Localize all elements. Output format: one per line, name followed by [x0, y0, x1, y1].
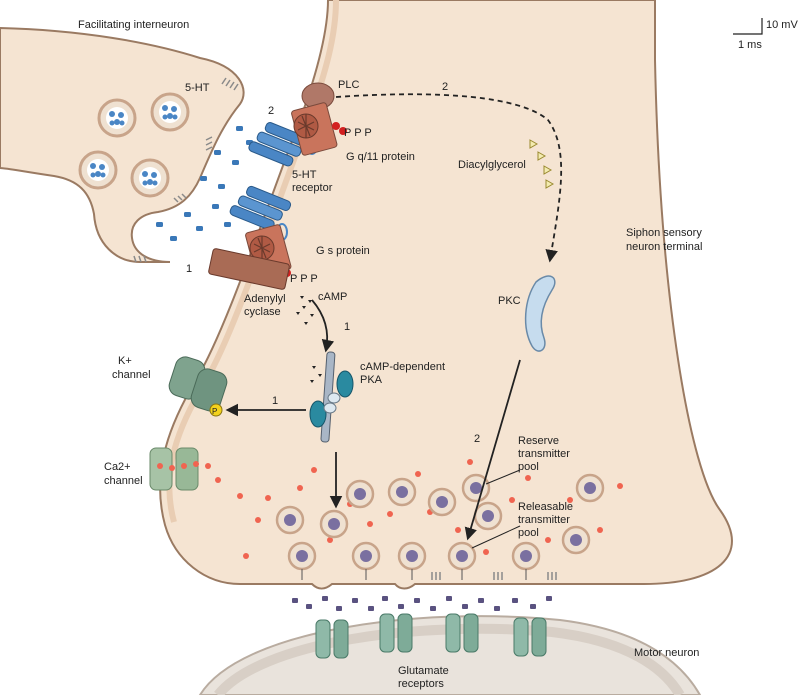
transmitter-vesicle [275, 505, 305, 535]
transmitter-vesicle [345, 479, 375, 509]
label-ht-receptor-2: receptor [292, 182, 333, 194]
label-step1-left: 1 [186, 263, 192, 275]
label-glutamate-1: Glutamate [398, 665, 449, 677]
label-step1-camp: 1 [344, 321, 350, 333]
docked-vesicle [351, 541, 381, 580]
pkc-enzyme [524, 275, 556, 352]
interneuron-body [0, 26, 245, 263]
pka-enzyme [309, 351, 354, 443]
transmitter-vesicle [387, 477, 417, 507]
label-diacylglycerol: Diacylglycerol [458, 159, 526, 171]
label-scale-ms: 1 ms [738, 39, 762, 51]
label-adenylyl-1: Adenylyl [244, 293, 286, 305]
reserve-pool-leader [485, 469, 521, 485]
label-scale-mv: 10 mV [766, 19, 798, 31]
transmitter-vesicle [461, 473, 491, 503]
label-serotonin: 5-HT [185, 82, 210, 94]
docked-vesicle [287, 541, 317, 580]
label-k-channel-2: channel [112, 369, 151, 381]
transmitter-vesicles [275, 473, 605, 580]
released-serotonin [156, 126, 253, 241]
k-channel-phosphate [209, 403, 223, 417]
label-step2-right: 2 [474, 433, 480, 445]
serotonin-vesicle [78, 150, 118, 190]
label-camp: cAMP [318, 291, 347, 303]
label-k-channel-1: K+ [118, 355, 132, 367]
label-gs-protein: G s protein [316, 245, 370, 257]
serotonin-vesicle [130, 158, 170, 198]
label-siphon-1: Siphon sensory [626, 227, 702, 239]
label-step2-dashed: 2 [442, 81, 448, 93]
label-plc: PLC [338, 79, 359, 91]
label-releasable-1: Releasable [518, 501, 573, 513]
label-facilitating-interneuron: Facilitating interneuron [78, 19, 189, 31]
docked-vesicle [511, 541, 541, 580]
releasable-pool-leader [471, 525, 521, 549]
label-releasable-2: transmitter [518, 514, 570, 526]
glutamate-molecules [292, 596, 552, 611]
label-ppp-bottom: P P P [290, 273, 318, 285]
label-reserve-1: Reserve [518, 435, 559, 447]
label-pkc: PKC [498, 295, 521, 307]
label-ca-channel-1: Ca2+ [104, 461, 131, 473]
label-step2-top: 2 [268, 105, 274, 117]
glutamate-receptor [315, 619, 349, 659]
label-pka-1: cAMP-dependent [360, 361, 445, 373]
glutamate-receptors [315, 613, 547, 659]
label-siphon-2: neuron terminal [626, 241, 702, 253]
camp-molecules [296, 296, 322, 383]
label-adenylyl-2: cyclase [244, 306, 281, 318]
label-motor-neuron: Motor neuron [634, 647, 699, 659]
transmitter-vesicle [561, 525, 591, 555]
terminal-release-sites [431, 572, 557, 580]
label-ht-receptor-1: 5-HT [292, 169, 317, 181]
label-reserve-3: pool [518, 461, 539, 473]
ht-receptor-lower [229, 185, 292, 241]
docked-vesicle [447, 541, 477, 580]
label-pka-2: PKA [360, 374, 383, 386]
label-step1-k: 1 [272, 395, 278, 407]
motor-neuron-inner [214, 623, 685, 695]
k-channel [168, 356, 228, 417]
gq-protein [291, 102, 347, 156]
diacylglycerol-molecules [529, 139, 555, 189]
serotonin-vesicle [97, 98, 137, 138]
plc-to-pkc-arrow [335, 93, 563, 263]
glutamate-receptor [379, 613, 413, 653]
scale-bar [733, 18, 763, 35]
label-glutamate-2: receptors [398, 678, 444, 690]
interneuron-release-sites [133, 77, 239, 263]
docked-vesicle [397, 541, 427, 580]
glutamate-receptor [445, 613, 479, 653]
label-ca-channel-2: channel [104, 475, 143, 487]
glutamate-receptor [513, 617, 547, 657]
pkc-to-vesicles-arrow [464, 359, 521, 541]
label-gq-protein: G q/11 protein [346, 151, 415, 163]
label-p-phos: P [212, 407, 217, 416]
label-reserve-2: transmitter [518, 448, 570, 460]
camp-to-pka-arrow [311, 299, 335, 353]
serotonin-vesicles [78, 92, 190, 198]
transmitter-vesicle [319, 509, 349, 539]
label-ppp-top: P P P [344, 127, 372, 139]
transmitter-vesicle [575, 473, 605, 503]
label-releasable-3: pool [518, 527, 539, 539]
ca-channel [149, 447, 199, 491]
ht-receptor-upper [248, 122, 318, 167]
serotonin-vesicle [150, 92, 190, 132]
adenylyl-cyclase [208, 248, 290, 290]
transmitter-vesicle [473, 501, 503, 531]
transmitter-vesicle [427, 487, 457, 517]
